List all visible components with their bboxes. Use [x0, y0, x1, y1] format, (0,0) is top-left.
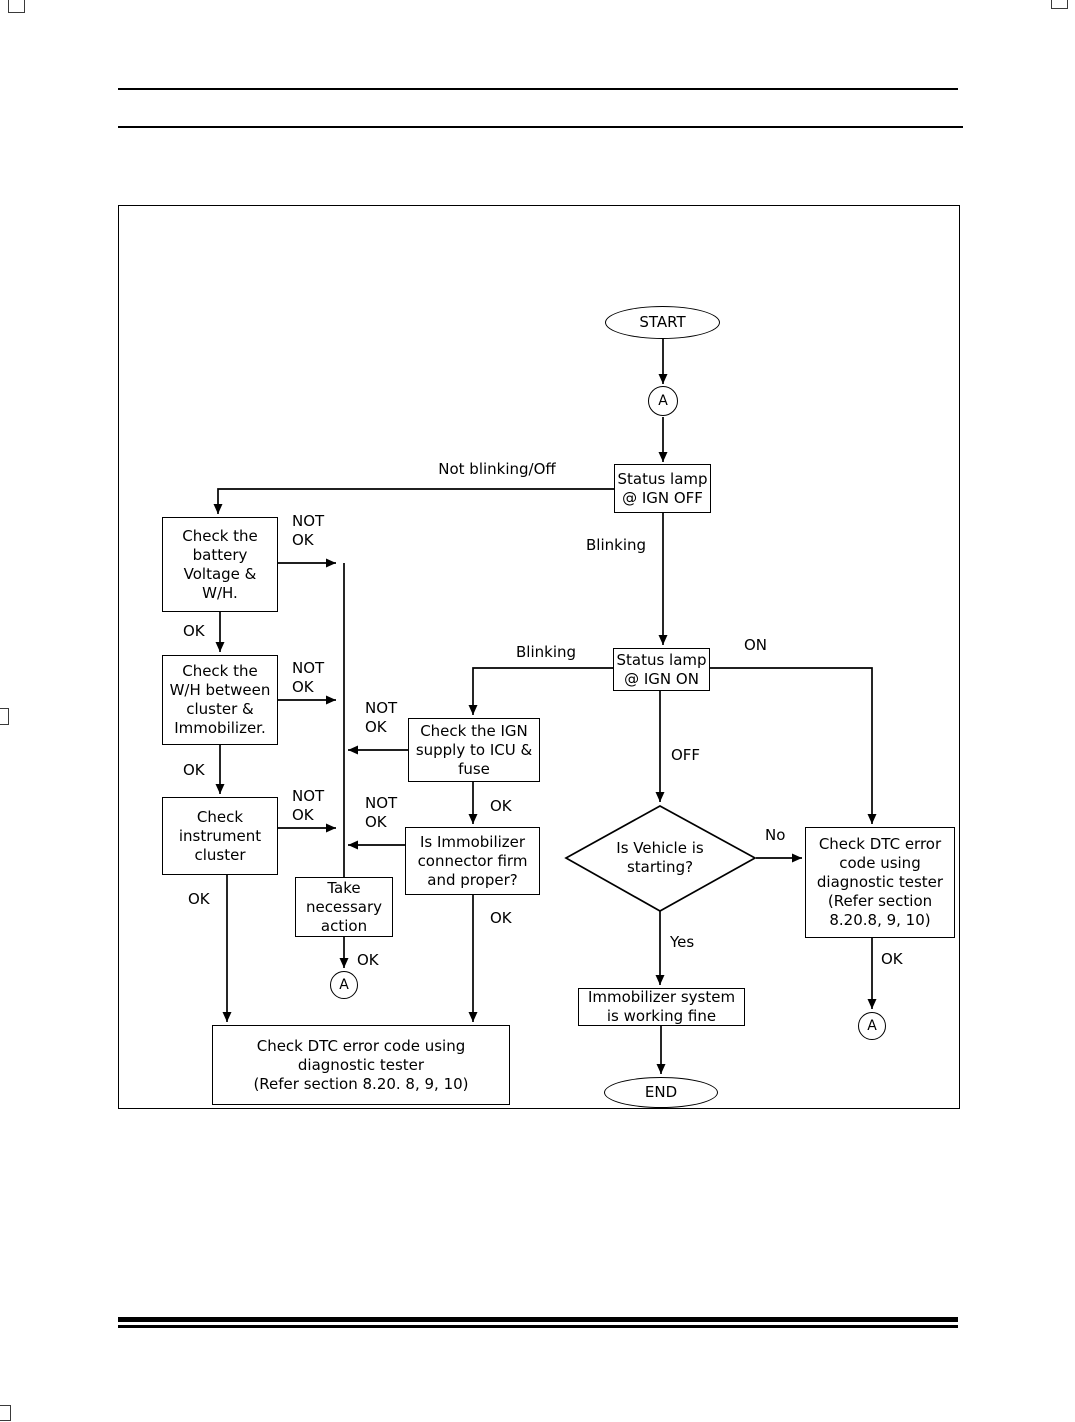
label-not-ok-ign: NOT OK: [365, 699, 398, 736]
process-dtc-right: Check DTC error code using diagnostic te…: [805, 827, 955, 938]
label-not-blinking-off: Not blinking/Off: [438, 460, 556, 478]
header-rule-1: [118, 88, 958, 90]
label-ok-wh: OK: [183, 761, 205, 779]
process-working-fine: Immobilizer system is working fine: [578, 988, 745, 1026]
connector-a-top: A: [648, 386, 678, 416]
start-terminal: START: [605, 306, 720, 339]
label-no: No: [765, 826, 786, 844]
label-ok-connector: OK: [490, 909, 512, 927]
process-check-wh-cluster: Check the W/H between cluster & Immobili…: [162, 655, 278, 745]
process-take-action: Take necessary action: [295, 877, 393, 937]
corner-mark-mid-left: [0, 708, 9, 725]
footer-rule-thick: [118, 1317, 958, 1322]
edge-ignon-to-ignsupply: [468, 667, 613, 715]
label-not-ok-connector: NOT OK: [365, 794, 398, 831]
corner-mark-top-left: [8, 0, 25, 13]
label-ok-dtc-right: OK: [881, 950, 903, 968]
connector-a-left: A: [330, 971, 358, 999]
decision-vehicle-starting-shape: [564, 805, 757, 912]
label-yes: Yes: [670, 933, 695, 951]
process-dtc-bottom: Check DTC error code using diagnostic te…: [212, 1025, 510, 1105]
label-not-ok-cluster: NOT OK: [292, 787, 325, 824]
label-ok-ign: OK: [490, 797, 512, 815]
label-on: ON: [744, 636, 768, 654]
label-not-ok-wh: NOT OK: [292, 659, 325, 696]
end-terminal: END: [604, 1077, 718, 1108]
edge-ignoff-to-battery: [213, 488, 614, 514]
label-not-ok-battery: NOT OK: [292, 512, 325, 549]
process-check-ign-supply: Check the IGN supply to ICU & fuse: [408, 718, 540, 782]
process-check-battery: Check the battery Voltage & W/H.: [162, 517, 278, 612]
edge-ignon-to-dtcright: [710, 667, 877, 824]
label-off: OFF: [671, 746, 701, 764]
label-blinking-top: Blinking: [586, 536, 647, 554]
process-status-lamp-ign-off: Status lamp @ IGN OFF: [614, 464, 711, 513]
flowchart-frame: [118, 205, 960, 1109]
process-status-lamp-ign-on: Status lamp @ IGN ON: [613, 648, 710, 691]
decision-vehicle-starting-label: Is Vehicle is starting?: [616, 839, 704, 876]
corner-mark-top-right: [1051, 0, 1068, 9]
connector-a-right: A: [858, 1012, 886, 1040]
corner-mark-bottom-left: [0, 1405, 11, 1421]
label-blinking-left: Blinking: [516, 643, 577, 661]
label-ok-cluster: OK: [188, 890, 210, 908]
process-check-instrument-cluster: Check instrument cluster: [162, 797, 278, 875]
footer-rule-thin: [118, 1325, 958, 1328]
label-ok-battery: OK: [183, 622, 205, 640]
process-connector-firm: Is Immobilizer connector firm and proper…: [405, 827, 540, 895]
header-rule-2: [118, 126, 963, 128]
label-ok-action: OK: [357, 951, 379, 969]
